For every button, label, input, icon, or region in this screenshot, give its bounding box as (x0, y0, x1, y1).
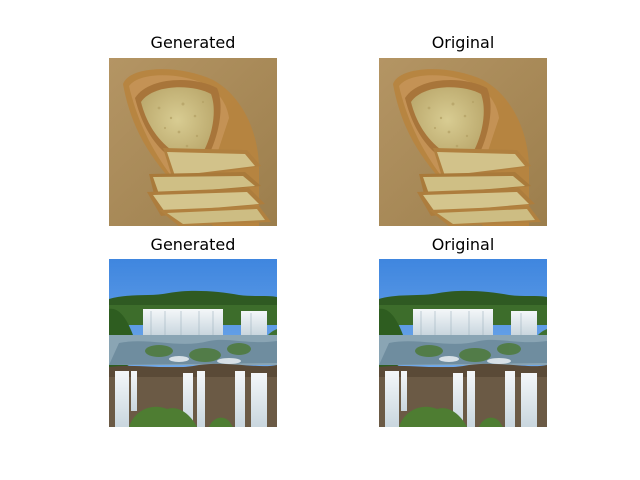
panel-title-generated-bottom: Generated (150, 235, 236, 254)
generated-bread-image (109, 58, 277, 226)
panel-title-original-bottom: Original (431, 235, 495, 254)
original-bread-image (379, 58, 547, 226)
generated-waterfall-image (109, 259, 277, 427)
original-waterfall-image (379, 259, 547, 427)
panel-title-generated-top: Generated (150, 33, 236, 52)
panel-title-original-top: Original (431, 33, 495, 52)
